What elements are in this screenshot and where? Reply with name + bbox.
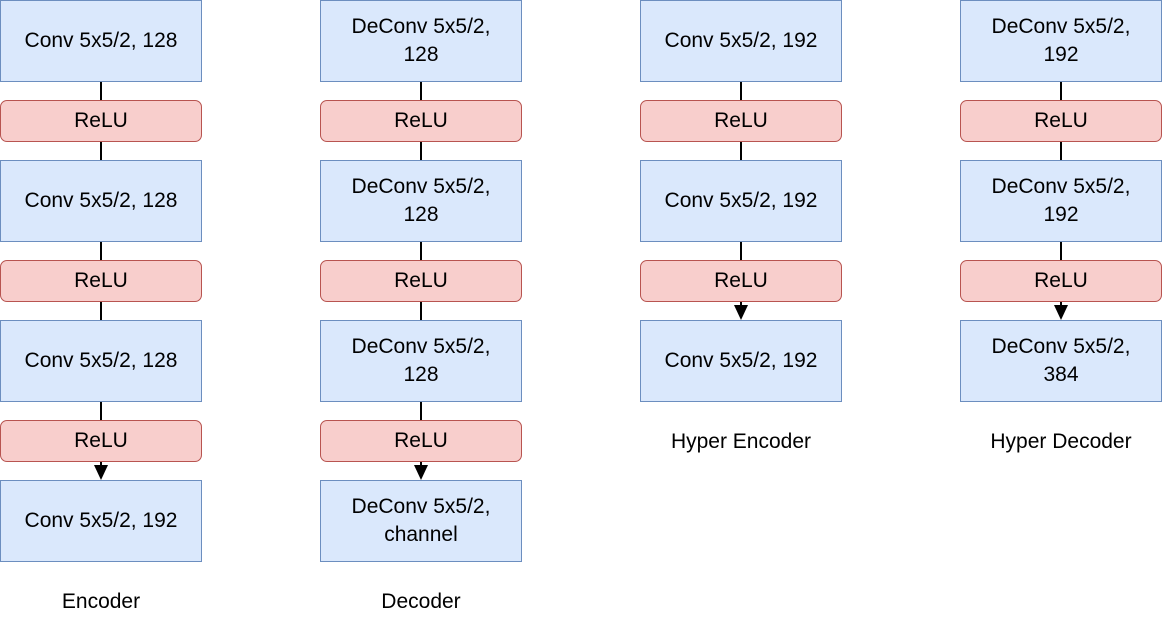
encoder-connector-4 — [100, 302, 102, 320]
hyper-decoder-conv-block-1: DeConv 5x5/2, 192 — [960, 0, 1162, 82]
hyper-decoder-relu-block-2: ReLU — [960, 100, 1162, 142]
decoder-connector-3 — [420, 242, 422, 260]
hyper-decoder-connector-1 — [1060, 82, 1062, 100]
encoder-connector-5 — [100, 402, 102, 420]
hyper-decoder-connector-3 — [1060, 242, 1062, 260]
hyper-encoder-conv-block-1: Conv 5x5/2, 192 — [640, 0, 842, 82]
hyper-decoder-relu-block-4: ReLU — [960, 260, 1162, 302]
encoder-conv-block-3: Conv 5x5/2, 128 — [0, 160, 202, 242]
decoder-connector-2 — [420, 142, 422, 160]
hyper-encoder-connector-3 — [740, 242, 742, 260]
encoder-conv-block-7: Conv 5x5/2, 192 — [0, 480, 202, 562]
decoder-conv-block-1: DeConv 5x5/2, 128 — [320, 0, 522, 82]
hyper-encoder-caption: Hyper Encoder — [670, 430, 812, 453]
encoder-conv-block-5: Conv 5x5/2, 128 — [0, 320, 202, 402]
hyper-encoder-conv-block-3: Conv 5x5/2, 192 — [640, 160, 842, 242]
hyper-decoder-caption: Hyper Decoder — [990, 430, 1132, 453]
decoder-connector-1 — [420, 82, 422, 100]
encoder-connector-1 — [100, 82, 102, 100]
encoder-connector-3 — [100, 242, 102, 260]
hyper-decoder-conv-block-5: DeConv 5x5/2, 384 — [960, 320, 1162, 402]
decoder-conv-block-3: DeConv 5x5/2, 128 — [320, 160, 522, 242]
hyper-decoder-connector-4 — [1060, 302, 1062, 306]
decoder-connector-4 — [420, 302, 422, 320]
decoder-relu-block-2: ReLU — [320, 100, 522, 142]
hyper-encoder-connector-2 — [740, 142, 742, 160]
encoder-relu-block-6: ReLU — [0, 420, 202, 462]
decoder-conv-block-5: DeConv 5x5/2, 128 — [320, 320, 522, 402]
hyper-decoder-arrow-head-icon — [1054, 305, 1068, 320]
decoder-arrow-head-icon — [414, 465, 428, 480]
hyper-encoder-relu-block-4: ReLU — [640, 260, 842, 302]
encoder-relu-block-2: ReLU — [0, 100, 202, 142]
hyper-encoder-connector-1 — [740, 82, 742, 100]
decoder-connector-6 — [420, 462, 422, 466]
encoder-connector-2 — [100, 142, 102, 160]
encoder-conv-block-1: Conv 5x5/2, 128 — [0, 0, 202, 82]
hyper-decoder-conv-block-3: DeConv 5x5/2, 192 — [960, 160, 1162, 242]
hyper-encoder-conv-block-5: Conv 5x5/2, 192 — [640, 320, 842, 402]
decoder-caption: Decoder — [381, 590, 461, 613]
decoder-relu-block-4: ReLU — [320, 260, 522, 302]
decoder-relu-block-6: ReLU — [320, 420, 522, 462]
encoder-arrow-head-icon — [94, 465, 108, 480]
hyper-encoder-arrow-head-icon — [734, 305, 748, 320]
decoder-conv-block-7: DeConv 5x5/2, channel — [320, 480, 522, 562]
hyper-encoder-connector-4 — [740, 302, 742, 306]
decoder-connector-5 — [420, 402, 422, 420]
hyper-decoder-connector-2 — [1060, 142, 1062, 160]
encoder-caption: Encoder — [61, 590, 141, 613]
encoder-connector-6 — [100, 462, 102, 466]
encoder-relu-block-4: ReLU — [0, 260, 202, 302]
hyper-encoder-relu-block-2: ReLU — [640, 100, 842, 142]
